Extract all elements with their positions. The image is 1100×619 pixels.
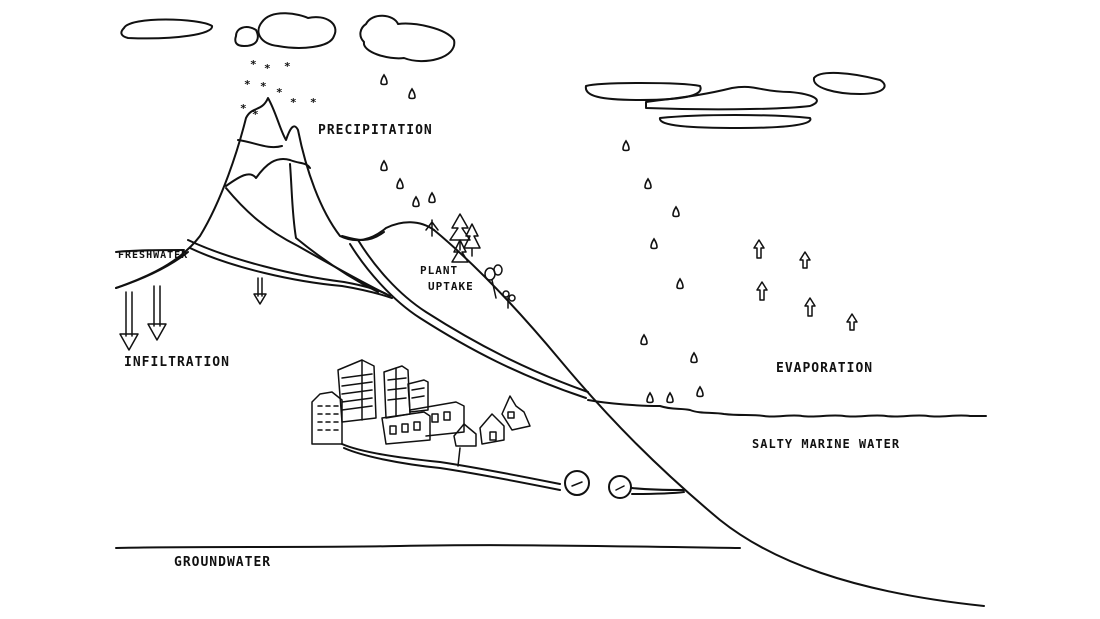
city (311, 359, 531, 447)
salty-marine-water-label: SALTY MARINE WATER (752, 437, 900, 451)
building-icon (337, 359, 377, 423)
snowflake-icon: * (284, 60, 292, 73)
tree-icon (425, 219, 439, 237)
raindrop-icon (380, 74, 388, 86)
plant-uptake-label-line2: UPTAKE (428, 280, 474, 293)
snowfall: * * * * * * * * * * (240, 58, 318, 121)
snowflake-icon: * (310, 96, 318, 109)
raindrop-icon (428, 192, 436, 204)
building-icon (407, 379, 429, 413)
arrow-up-icon (753, 239, 765, 259)
cloud-icon (659, 114, 812, 129)
mountain (115, 97, 435, 289)
rain-over-sea (622, 140, 704, 404)
lake-edge (115, 251, 189, 289)
cloud-icon (234, 26, 259, 47)
cloud-icon (359, 14, 456, 63)
raindrop-icon (640, 334, 648, 346)
building-icon (381, 411, 431, 445)
arrow-up-icon (846, 313, 858, 331)
infiltration-arrows (119, 277, 267, 351)
tank-icon (564, 470, 590, 496)
house-icon (479, 413, 505, 445)
tree-icon (463, 223, 481, 257)
raindrop-icon (676, 278, 684, 290)
raindrop-icon (672, 206, 680, 218)
cloud-icon (813, 71, 886, 95)
snowflake-icon: * (290, 96, 298, 109)
arrow-down-icon (147, 285, 167, 341)
building-icon (311, 391, 343, 445)
tree-icon (484, 264, 503, 299)
raindrop-icon (408, 88, 416, 100)
cloud-icon (645, 85, 818, 111)
tree-icon (449, 213, 471, 251)
rain-near-mountain (380, 74, 436, 208)
snowflake-icon: * (244, 78, 252, 91)
building-icon (409, 401, 465, 437)
pipeline (341, 443, 685, 499)
sea-surface (587, 399, 987, 418)
freshwater-lake (115, 249, 185, 253)
raindrop-icon (380, 160, 388, 172)
cloud-icon (120, 18, 213, 40)
tank-icon (608, 475, 632, 499)
arrow-up-icon (804, 297, 816, 317)
precipitation-label: PRECIPITATION (318, 123, 433, 138)
raindrop-icon (396, 178, 404, 190)
raindrop-icon (696, 386, 704, 398)
raindrop-icon (622, 140, 630, 152)
freshwater-label: FRESHWATER (118, 250, 188, 261)
cloud-icon (584, 82, 702, 101)
snowflake-icon: * (264, 62, 272, 75)
trees (425, 213, 516, 309)
arrow-up-icon (799, 251, 811, 269)
snowflake-icon: * (240, 102, 248, 115)
tree-icon (502, 290, 516, 309)
raindrop-icon (646, 392, 654, 404)
arrow-down-icon (119, 291, 139, 351)
raindrop-icon (666, 392, 674, 404)
arrow-up-icon (756, 281, 768, 301)
groundwater-table (115, 544, 741, 549)
cloud-icon (257, 12, 337, 49)
snowflake-icon: * (260, 80, 268, 93)
arrow-down-icon (253, 277, 267, 305)
raindrop-icon (650, 238, 658, 250)
streams (187, 163, 589, 399)
infiltration-label: INFILTRATION (124, 355, 230, 370)
plant-uptake-label-line1: PLANT (420, 264, 458, 277)
evaporation-label: EVAPORATION (776, 361, 873, 376)
tree-icon (451, 239, 469, 263)
house-icon (501, 395, 531, 431)
building-icon (383, 365, 411, 419)
coastline (433, 229, 985, 607)
clouds (120, 12, 886, 129)
snowflake-icon: * (252, 108, 260, 121)
snowflake-icon: * (250, 58, 258, 71)
groundwater-label: GROUNDWATER (174, 555, 271, 570)
raindrop-icon (644, 178, 652, 190)
evaporation-arrows (753, 239, 858, 331)
snowflake-icon: * (276, 86, 284, 99)
raindrop-icon (690, 352, 698, 364)
raindrop-icon (412, 196, 420, 208)
house-icon (453, 423, 477, 447)
